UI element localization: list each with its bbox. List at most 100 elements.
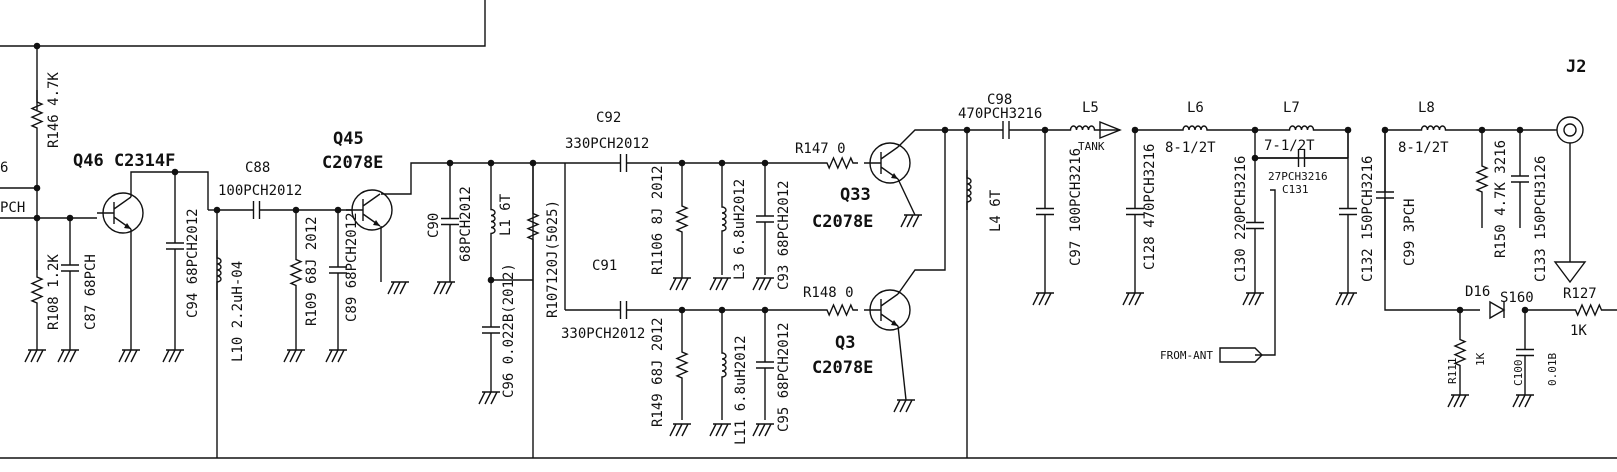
label-c90: C90 [426, 213, 442, 238]
label-q33: Q33 [840, 185, 871, 205]
label-l11: L11 6.8uH2012 [733, 335, 749, 445]
ground-symbol [900, 214, 922, 228]
label-c93: C93 68PCH2012 [776, 180, 792, 290]
ground-symbol [709, 423, 731, 437]
label-q45-part: C2078E [322, 153, 383, 173]
label-c99: C99 3PCH [1402, 199, 1418, 266]
label-r148: R148 0 [803, 285, 854, 301]
capacitor [1516, 310, 1534, 395]
resistor [675, 310, 689, 420]
ground-symbol [433, 281, 455, 295]
resistor [1560, 303, 1617, 317]
ground-symbol [1242, 292, 1264, 306]
label-c100-value: 0.01B [1546, 353, 1559, 386]
resistor [675, 163, 689, 275]
label-r109: R109 68J 2012 [304, 216, 320, 326]
label-l5: L5 [1082, 100, 1099, 116]
capacitor [482, 280, 500, 380]
label-l8: L8 [1418, 100, 1435, 116]
ground-symbol [893, 399, 915, 413]
ground-symbol [325, 349, 347, 363]
capacitor [61, 218, 79, 318]
ground-symbol [669, 277, 691, 291]
capacitor [441, 163, 459, 280]
resistor [822, 303, 858, 317]
ground-symbol [752, 277, 774, 291]
inductor [966, 170, 972, 210]
label-edge-pch: PCH [0, 200, 25, 216]
ground-symbol [709, 277, 731, 291]
j2-connector-inner [1563, 123, 1577, 137]
resistor [1475, 130, 1489, 228]
capacitor [1511, 130, 1529, 228]
label-d16: D16 [1465, 284, 1490, 300]
label-c100: C100 [1512, 360, 1525, 387]
junction-dot [33, 214, 41, 222]
label-l8-value: 8-1/2T [1398, 140, 1449, 156]
label-edge-6: 6 [0, 160, 8, 176]
resistor [30, 90, 44, 140]
label-c91: C91 [592, 258, 617, 274]
capacitor [756, 310, 774, 420]
label-c95: C95 68PCH2012 [776, 322, 792, 432]
capacitor [565, 154, 682, 172]
capacitor [1339, 130, 1357, 293]
ground-symbol [1447, 394, 1469, 408]
capacitor [967, 121, 1045, 139]
label-c92-value: 330PCH2012 [565, 136, 649, 152]
label-r108: R108 1.2K [46, 254, 62, 330]
label-l4: L4 6T [988, 189, 1004, 232]
label-c87: C87 68PCH [83, 254, 99, 330]
label-c133: C133 150PCH3126 [1533, 156, 1549, 282]
resistor [289, 210, 303, 335]
triangle-marker [1553, 261, 1587, 284]
inductor [216, 240, 222, 300]
label-r127: R127 [1563, 286, 1597, 302]
transistor-q46 [97, 192, 144, 234]
junction-dot [33, 42, 41, 50]
inductor [1045, 125, 1120, 131]
label-r150: R150 4.7K 3216 [1493, 140, 1509, 258]
wire [381, 162, 533, 195]
capacitor [1376, 130, 1394, 260]
capacitor [166, 172, 184, 320]
transistor-q3 [864, 289, 911, 331]
label-r111-value: 1K [1474, 352, 1487, 366]
label-r146: R146 4.7K [46, 72, 62, 148]
label-r127-value: 1K [1570, 323, 1587, 339]
label-j2: J2 [1566, 57, 1586, 77]
label-l7: L7 [1283, 100, 1300, 116]
label-c94: C94 68PCH2012 [185, 208, 201, 318]
transistor-q45 [346, 189, 393, 231]
label-c91-value: 330PCH2012 [561, 326, 645, 342]
label-l7-value: 7-1/2T [1264, 138, 1315, 154]
diode-d16 [1489, 300, 1506, 320]
resistor [822, 156, 858, 170]
wire [1255, 189, 1276, 356]
ground-symbol [752, 423, 774, 437]
inductor [1255, 125, 1348, 131]
label-c128: C128 470PCH3216 [1142, 144, 1158, 270]
resistor [1453, 310, 1467, 395]
label-s160: S160 [1500, 290, 1534, 306]
inductor [721, 163, 727, 275]
label-q45: Q45 [333, 129, 364, 149]
ground-symbol [1122, 292, 1144, 306]
label-c92: C92 [596, 110, 621, 126]
label-r110: R1106 8J 2012 [650, 165, 666, 275]
inductor [1135, 125, 1255, 131]
inductor [1385, 125, 1482, 131]
label-c97: C97 100PCH3216 [1068, 148, 1084, 266]
capacitor [565, 301, 682, 319]
label-q3: Q3 [835, 333, 855, 353]
inductor [490, 163, 496, 280]
ground-symbol [162, 349, 184, 363]
label-l6: L6 [1187, 100, 1204, 116]
capacitor [329, 210, 347, 330]
tank-arrow [1099, 120, 1122, 140]
wire [897, 325, 907, 401]
label-c88-value: 100PCH2012 [218, 183, 302, 199]
wire [130, 171, 209, 210]
ground-symbol [478, 391, 500, 405]
